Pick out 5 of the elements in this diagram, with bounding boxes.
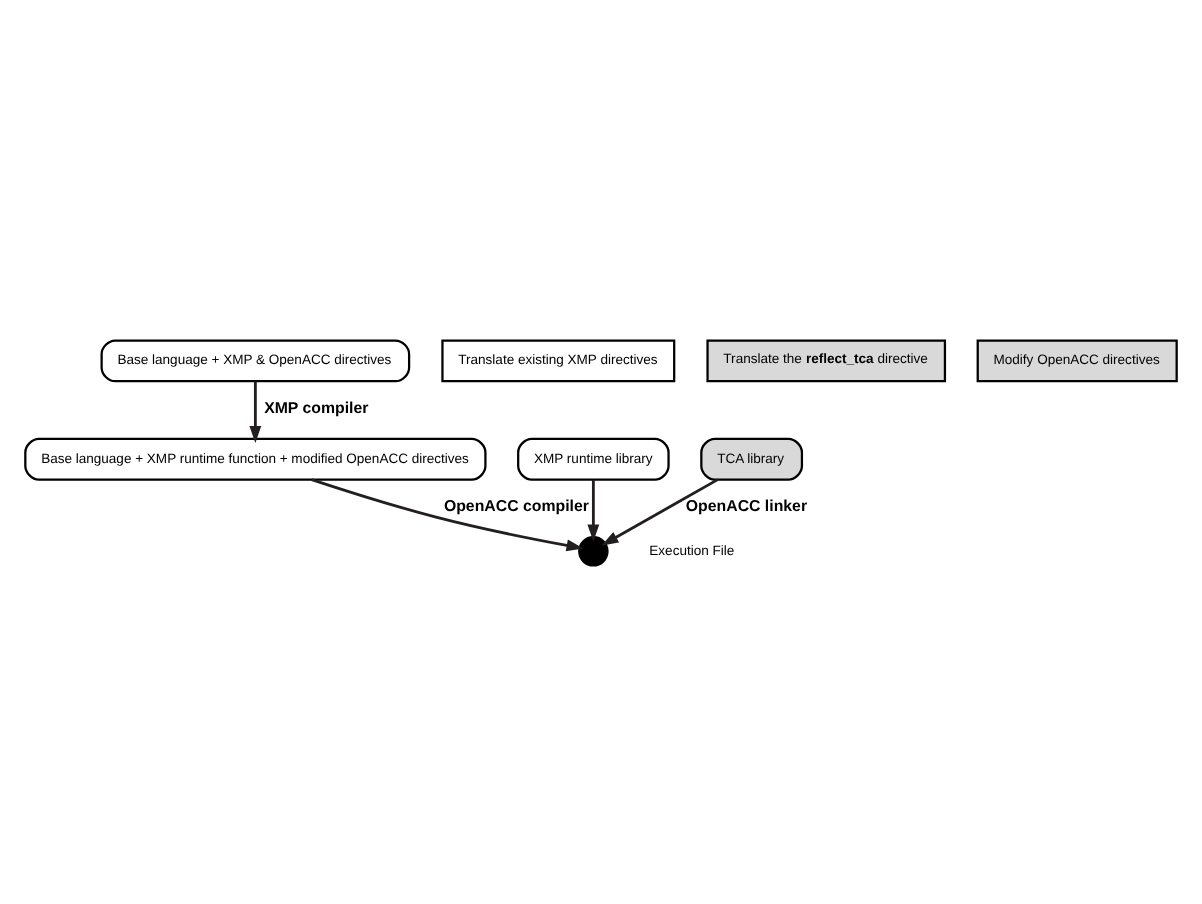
arrow xyxy=(311,477,584,551)
node-circle xyxy=(578,535,609,566)
arrow xyxy=(601,477,719,545)
arrow xyxy=(249,380,262,442)
arrow xyxy=(587,478,600,541)
